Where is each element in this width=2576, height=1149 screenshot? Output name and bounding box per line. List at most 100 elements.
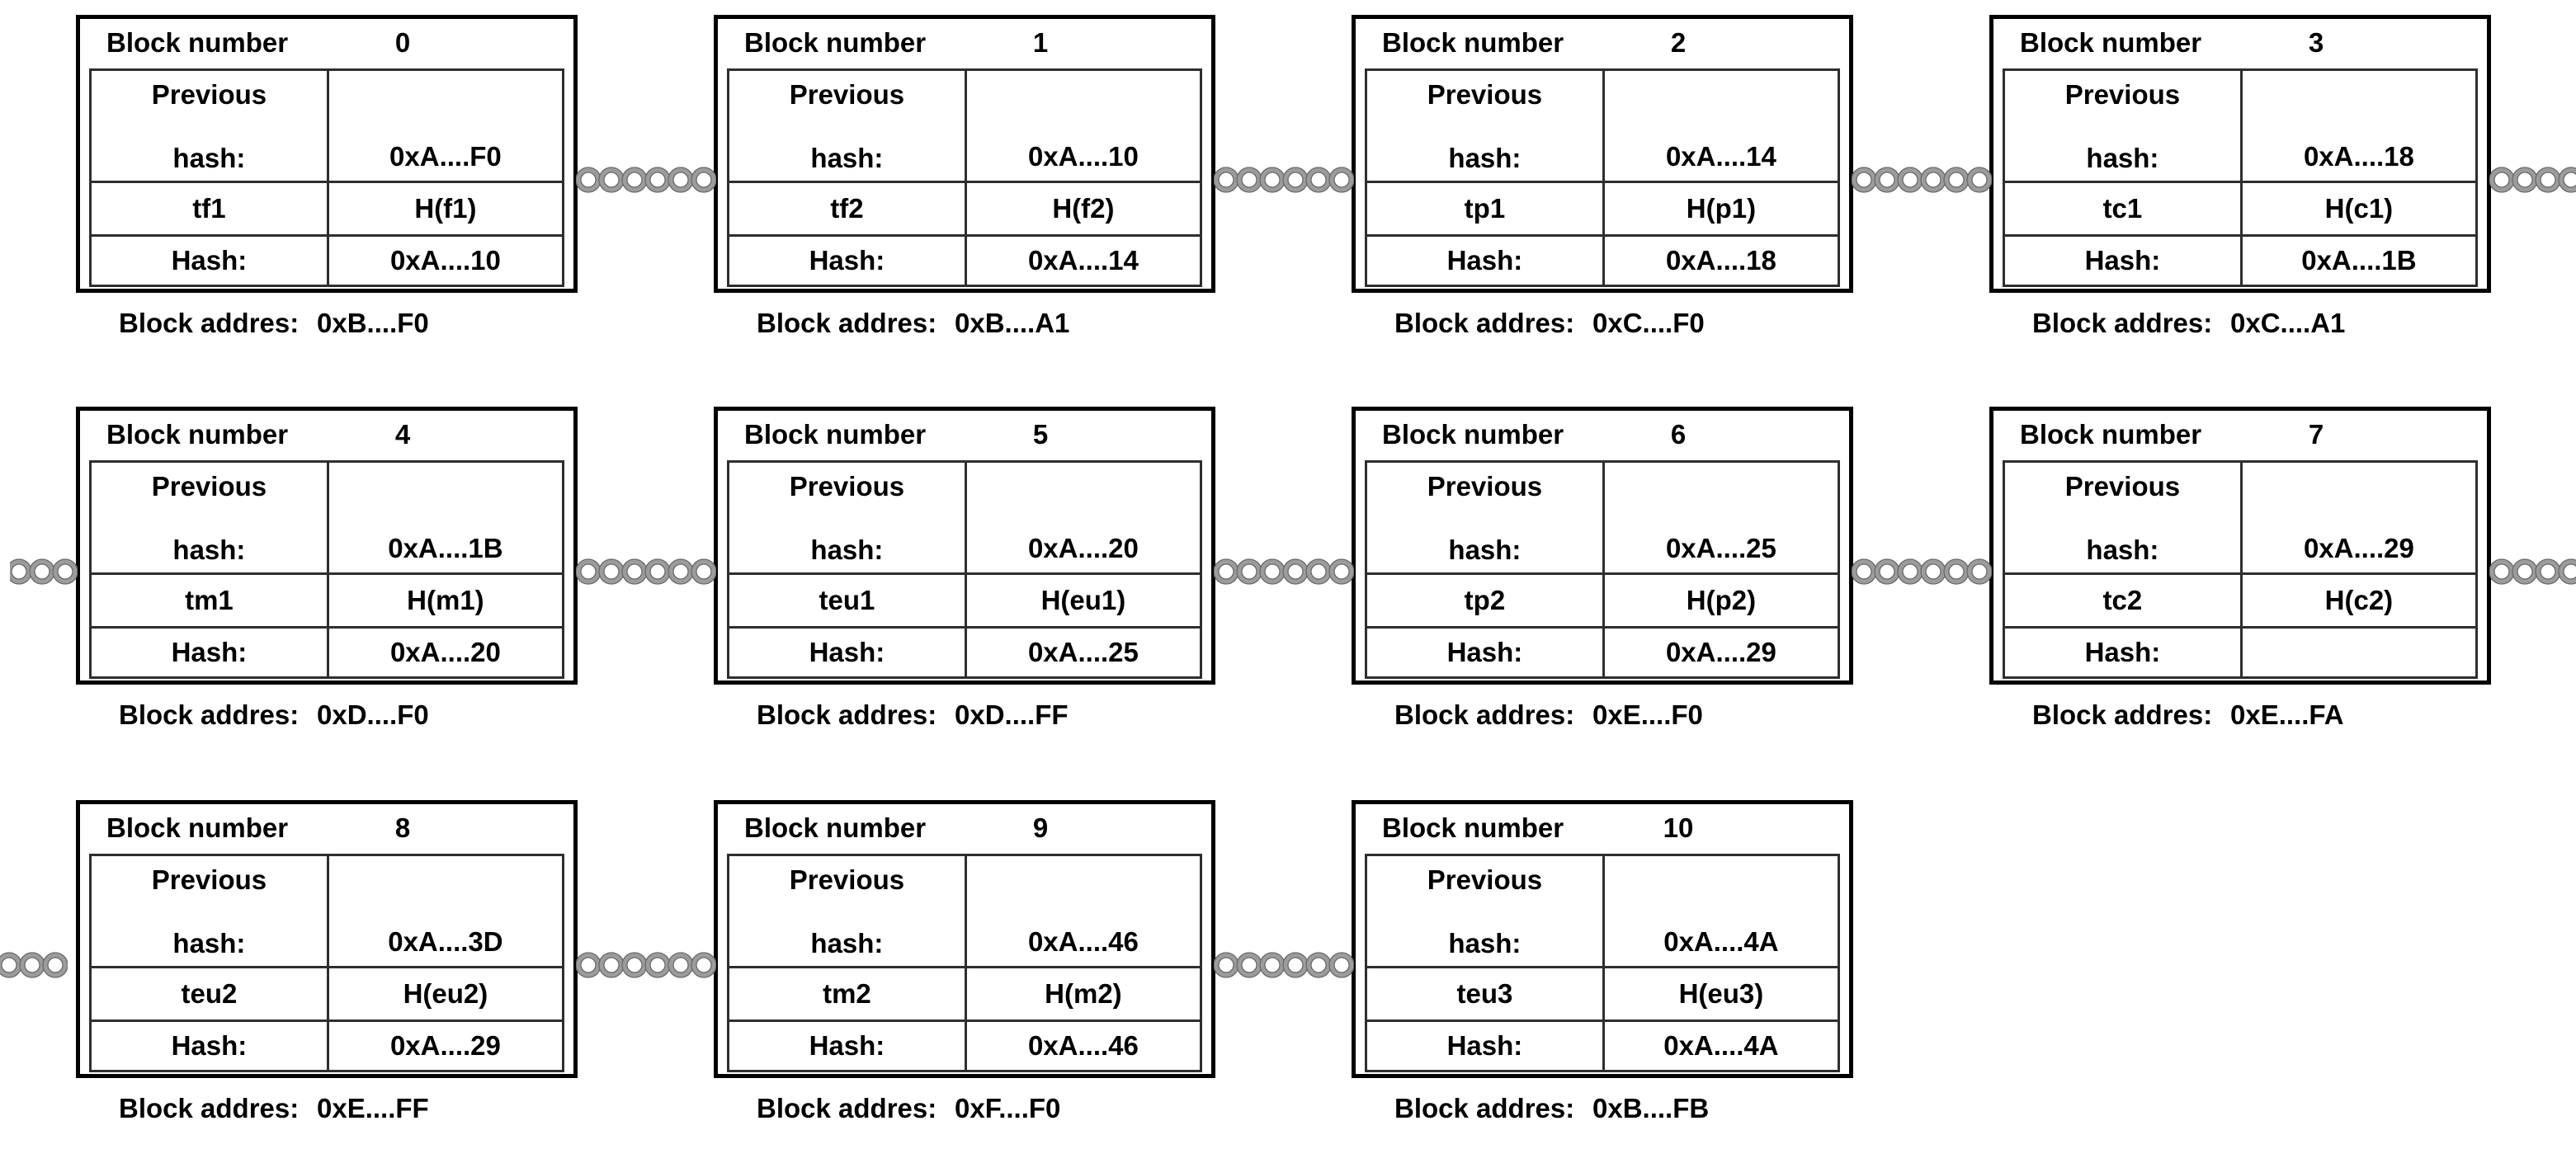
block-address-value: 0xB....F0 bbox=[317, 308, 429, 338]
block-number-label: Block number bbox=[2020, 27, 2202, 58]
transaction-label-cell: tp2 bbox=[1367, 574, 1605, 627]
previous-label-line1: Previous bbox=[789, 471, 905, 502]
previous-hash-label-cell: Previous hash: bbox=[2005, 463, 2243, 572]
previous-hash-row: Previous hash: 0xA....25 bbox=[1367, 463, 1838, 575]
block-number-value: 4 bbox=[394, 419, 411, 450]
block-address-value: 0xE....FA bbox=[2230, 699, 2344, 730]
previous-hash-value: 0xA....14 bbox=[1665, 140, 1776, 172]
block-address-value: 0xB....FB bbox=[1592, 1093, 1710, 1123]
previous-label-line2: hash: bbox=[2086, 534, 2159, 565]
block-table: Previous hash: 0xA....29 tc2 H(c2) Hash: bbox=[2003, 460, 2478, 679]
block-unit-7: Block number 7 Previous hash: 0xA....29 … bbox=[1989, 407, 2491, 753]
previous-hash-label-cell: Previous hash: bbox=[729, 463, 967, 572]
transaction-hash: H(f2) bbox=[1052, 193, 1115, 224]
block-unit-8: Block number 8 Previous hash: 0xA....3D … bbox=[76, 800, 578, 1147]
hash-label: Hash: bbox=[171, 245, 248, 276]
transaction-label: tf2 bbox=[830, 193, 864, 224]
block-number-label: Block number bbox=[744, 27, 927, 58]
block-unit-5: Block number 5 Previous hash: 0xA....20 … bbox=[714, 407, 1215, 753]
hash-row: Hash: 0xA....29 bbox=[92, 1022, 562, 1070]
block-table: Previous hash: 0xA....18 tc1 H(c1) Hash:… bbox=[2003, 68, 2478, 287]
transaction-hash: H(c2) bbox=[2324, 585, 2394, 616]
previous-label-line2: hash: bbox=[810, 927, 884, 958]
previous-hash-label-cell: Previous hash: bbox=[1367, 71, 1605, 181]
transaction-label: tp1 bbox=[1464, 193, 1506, 224]
transaction-hash-cell: H(m1) bbox=[329, 575, 562, 627]
block-box: Block number 7 Previous hash: 0xA....29 … bbox=[1989, 407, 2491, 685]
transaction-row: teu1 H(eu1) bbox=[729, 574, 1200, 629]
hash-value-cell: 0xA....25 bbox=[967, 629, 1200, 676]
previous-label-line2: hash: bbox=[1448, 534, 1522, 565]
previous-hash-value: 0xA....46 bbox=[1027, 925, 1139, 957]
hash-row: Hash: 0xA....18 bbox=[1367, 237, 1838, 285]
block-header: Block number 0 bbox=[80, 19, 573, 67]
block-number-value: 3 bbox=[2308, 27, 2324, 58]
previous-hash-value: 0xA....18 bbox=[2303, 140, 2414, 172]
block-box: Block number 9 Previous hash: 0xA....46 … bbox=[714, 800, 1215, 1078]
block-address-value: 0xF....F0 bbox=[955, 1093, 1061, 1123]
previous-label-line2: hash: bbox=[172, 142, 246, 173]
transaction-label: teu3 bbox=[1456, 978, 1513, 1010]
previous-hash-row: Previous hash: 0xA....46 bbox=[729, 856, 1200, 968]
block-address-line: Block addres: 0xE....FF bbox=[76, 1090, 578, 1127]
previous-hash-label-cell: Previous hash: bbox=[92, 463, 329, 572]
block-header: Block number 8 bbox=[80, 804, 573, 852]
transaction-hash: H(eu2) bbox=[403, 978, 488, 1010]
block-address-line: Block addres: 0xC....F0 bbox=[1352, 305, 1853, 341]
block-address-label: Block addres: bbox=[2032, 308, 2213, 338]
block-address-line: Block addres: 0xB....A1 bbox=[714, 305, 1215, 341]
transaction-hash: H(m2) bbox=[1045, 978, 1122, 1010]
transaction-row: tc1 H(c1) bbox=[2005, 182, 2475, 238]
block-number-value: 2 bbox=[1670, 27, 1687, 58]
previous-hash-label-cell: Previous hash: bbox=[92, 71, 329, 181]
previous-hash-row: Previous hash: 0xA....1B bbox=[92, 463, 562, 575]
transaction-label-cell: tm2 bbox=[729, 968, 967, 1020]
block-header: Block number 10 bbox=[1356, 804, 1849, 852]
transaction-label-cell: tp1 bbox=[1367, 182, 1605, 235]
previous-hash-row: Previous hash: 0xA....4A bbox=[1367, 856, 1838, 968]
block-box: Block number 10 Previous hash: 0xA....4A… bbox=[1352, 800, 1853, 1078]
transaction-label: teu1 bbox=[819, 585, 875, 616]
hash-value-cell: 0xA....20 bbox=[329, 629, 562, 676]
block-number-label: Block number bbox=[1382, 419, 1564, 450]
block-box: Block number 3 Previous hash: 0xA....18 … bbox=[1989, 15, 2491, 293]
block-address-value: 0xE....FF bbox=[317, 1093, 429, 1123]
transaction-hash-cell: H(c2) bbox=[2243, 575, 2475, 627]
block-header: Block number 5 bbox=[718, 411, 1211, 459]
hash-row: Hash: bbox=[2005, 629, 2475, 676]
previous-hash-label-cell: Previous hash: bbox=[729, 71, 967, 181]
transaction-label-cell: tc1 bbox=[2005, 182, 2243, 235]
transaction-label-cell: tf1 bbox=[92, 182, 329, 235]
previous-label-line1: Previous bbox=[1427, 864, 1543, 895]
block-number-label: Block number bbox=[744, 419, 927, 450]
previous-hash-value: 0xA....1B bbox=[388, 532, 503, 563]
transaction-hash-cell: H(m2) bbox=[967, 968, 1200, 1020]
transaction-row: tm2 H(m2) bbox=[729, 968, 1200, 1023]
hash-label-cell: Hash: bbox=[92, 629, 329, 676]
block-table: Previous hash: 0xA....46 tm2 H(m2) Hash:… bbox=[727, 854, 1202, 1072]
transaction-label: tc2 bbox=[2102, 585, 2143, 616]
block-unit-9: Block number 9 Previous hash: 0xA....46 … bbox=[714, 800, 1215, 1147]
hash-value-cell: 0xA....14 bbox=[967, 237, 1200, 285]
hash-label-cell: Hash: bbox=[1367, 629, 1605, 676]
block-header: Block number 7 bbox=[1993, 411, 2487, 459]
transaction-row: tf2 H(f2) bbox=[729, 182, 1200, 238]
transaction-row: tm1 H(m1) bbox=[92, 574, 562, 629]
hash-label: Hash: bbox=[1446, 637, 1523, 668]
chain-link-icon bbox=[2489, 555, 2576, 588]
hash-value-cell: 0xA....29 bbox=[1605, 629, 1838, 676]
block-header: Block number 4 bbox=[80, 411, 573, 459]
transaction-hash-cell: H(eu3) bbox=[1605, 968, 1838, 1020]
block-address-value: 0xD....FF bbox=[955, 699, 1069, 730]
transaction-hash-cell: H(f2) bbox=[967, 183, 1200, 235]
hash-label: Hash: bbox=[809, 245, 885, 276]
previous-label-line2: hash: bbox=[2086, 142, 2159, 173]
block-address-line: Block addres: 0xE....F0 bbox=[1352, 697, 1853, 733]
previous-hash-value: 0xA....3D bbox=[388, 925, 503, 957]
hash-value: 0xA....25 bbox=[1027, 637, 1139, 668]
chain-link-icon bbox=[1214, 949, 1354, 982]
block-table: Previous hash: 0xA....1B tm1 H(m1) Hash:… bbox=[89, 460, 564, 679]
transaction-label-cell: tm1 bbox=[92, 574, 329, 627]
block-address-line: Block addres: 0xF....F0 bbox=[714, 1090, 1215, 1127]
block-address-label: Block addres: bbox=[757, 1093, 937, 1123]
